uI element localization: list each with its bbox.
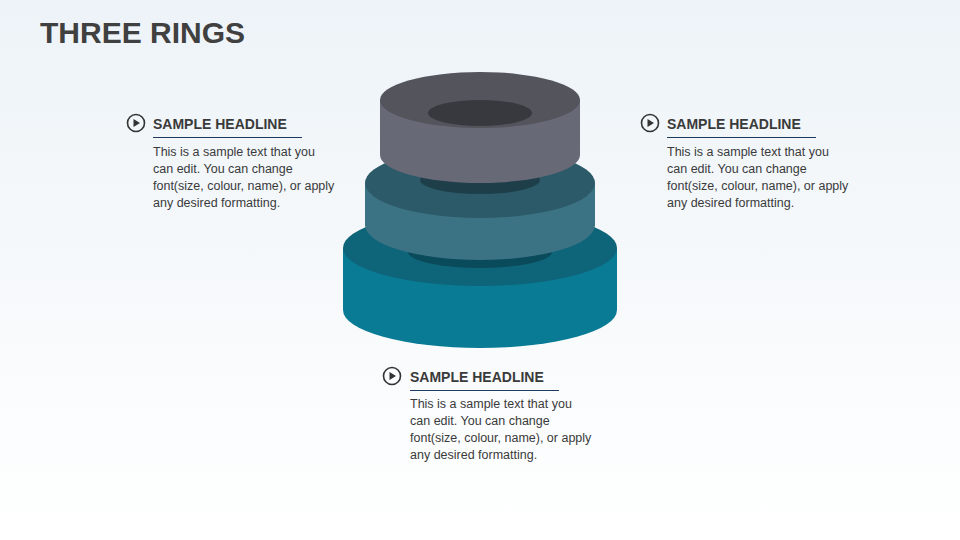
sample-headline: SAMPLE HEADLINE (153, 116, 287, 132)
slide-title: THREE RINGS (40, 16, 245, 50)
sample-headline: SAMPLE HEADLINE (667, 116, 801, 132)
ring-top (380, 72, 580, 128)
headline-underline (410, 390, 559, 391)
body-text: This is a sample text that you can edit.… (667, 144, 852, 212)
ring-hole (428, 100, 532, 126)
play-icon (642, 115, 659, 132)
body-text: This is a sample text that you can edit.… (153, 144, 338, 212)
sample-headline: SAMPLE HEADLINE (410, 369, 544, 385)
play-icon (128, 115, 145, 132)
play-icon (384, 368, 401, 385)
headline-underline (153, 137, 302, 138)
headline-underline (667, 137, 816, 138)
body-text: This is a sample text that you can edit.… (410, 396, 595, 464)
